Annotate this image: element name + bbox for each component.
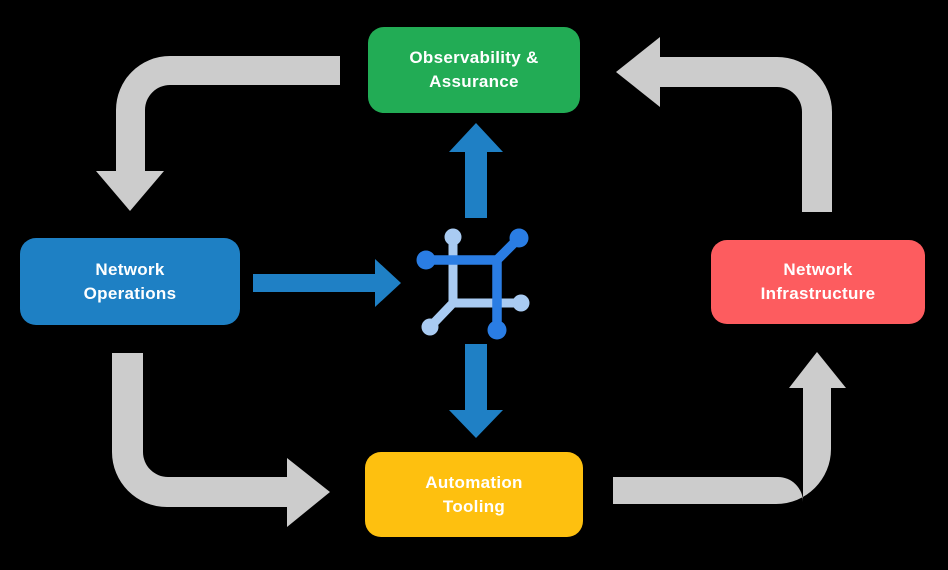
mesh-dark-node-top-right: [509, 228, 529, 248]
gray-arrow-observability-to-operations: [96, 56, 340, 211]
node-label-line2: Tooling: [442, 496, 506, 516]
node-label-line2: Assurance: [429, 72, 519, 91]
gray-arrow-operations-to-automation: [112, 353, 330, 527]
node-label-line1: Automation: [425, 472, 523, 492]
mesh-dark-node-bottom: [487, 320, 507, 340]
mesh-light-node-bottom-left: [421, 318, 439, 336]
node-label-line1: Network: [95, 259, 165, 279]
node-label-line1: Observability &: [409, 48, 539, 67]
node-label-line2: Infrastructure: [760, 284, 876, 303]
node-automation-tooling: Automation Tooling: [365, 452, 583, 537]
node-network-operations: Network Operations: [20, 238, 240, 325]
network-mesh-icon: [416, 228, 530, 340]
node-label-line2: Operations: [83, 283, 177, 303]
blue-arrow-operations-to-icon: [253, 259, 401, 307]
blue-arrow-icon-to-automation: [449, 344, 503, 438]
node-network-infrastructure: Network Infrastructure: [711, 240, 925, 324]
node-label-line1: Network: [783, 260, 853, 279]
mesh-light-node-right: [512, 294, 530, 312]
gray-arrow-infrastructure-to-observability: [616, 37, 832, 212]
blue-arrow-icon-to-observability: [449, 123, 503, 218]
mesh-light-node-top: [444, 228, 462, 246]
mesh-dark-node-left: [416, 250, 436, 270]
gray-arrow-automation-to-infrastructure: [613, 352, 846, 504]
node-observability-assurance: Observability & Assurance: [368, 27, 580, 113]
